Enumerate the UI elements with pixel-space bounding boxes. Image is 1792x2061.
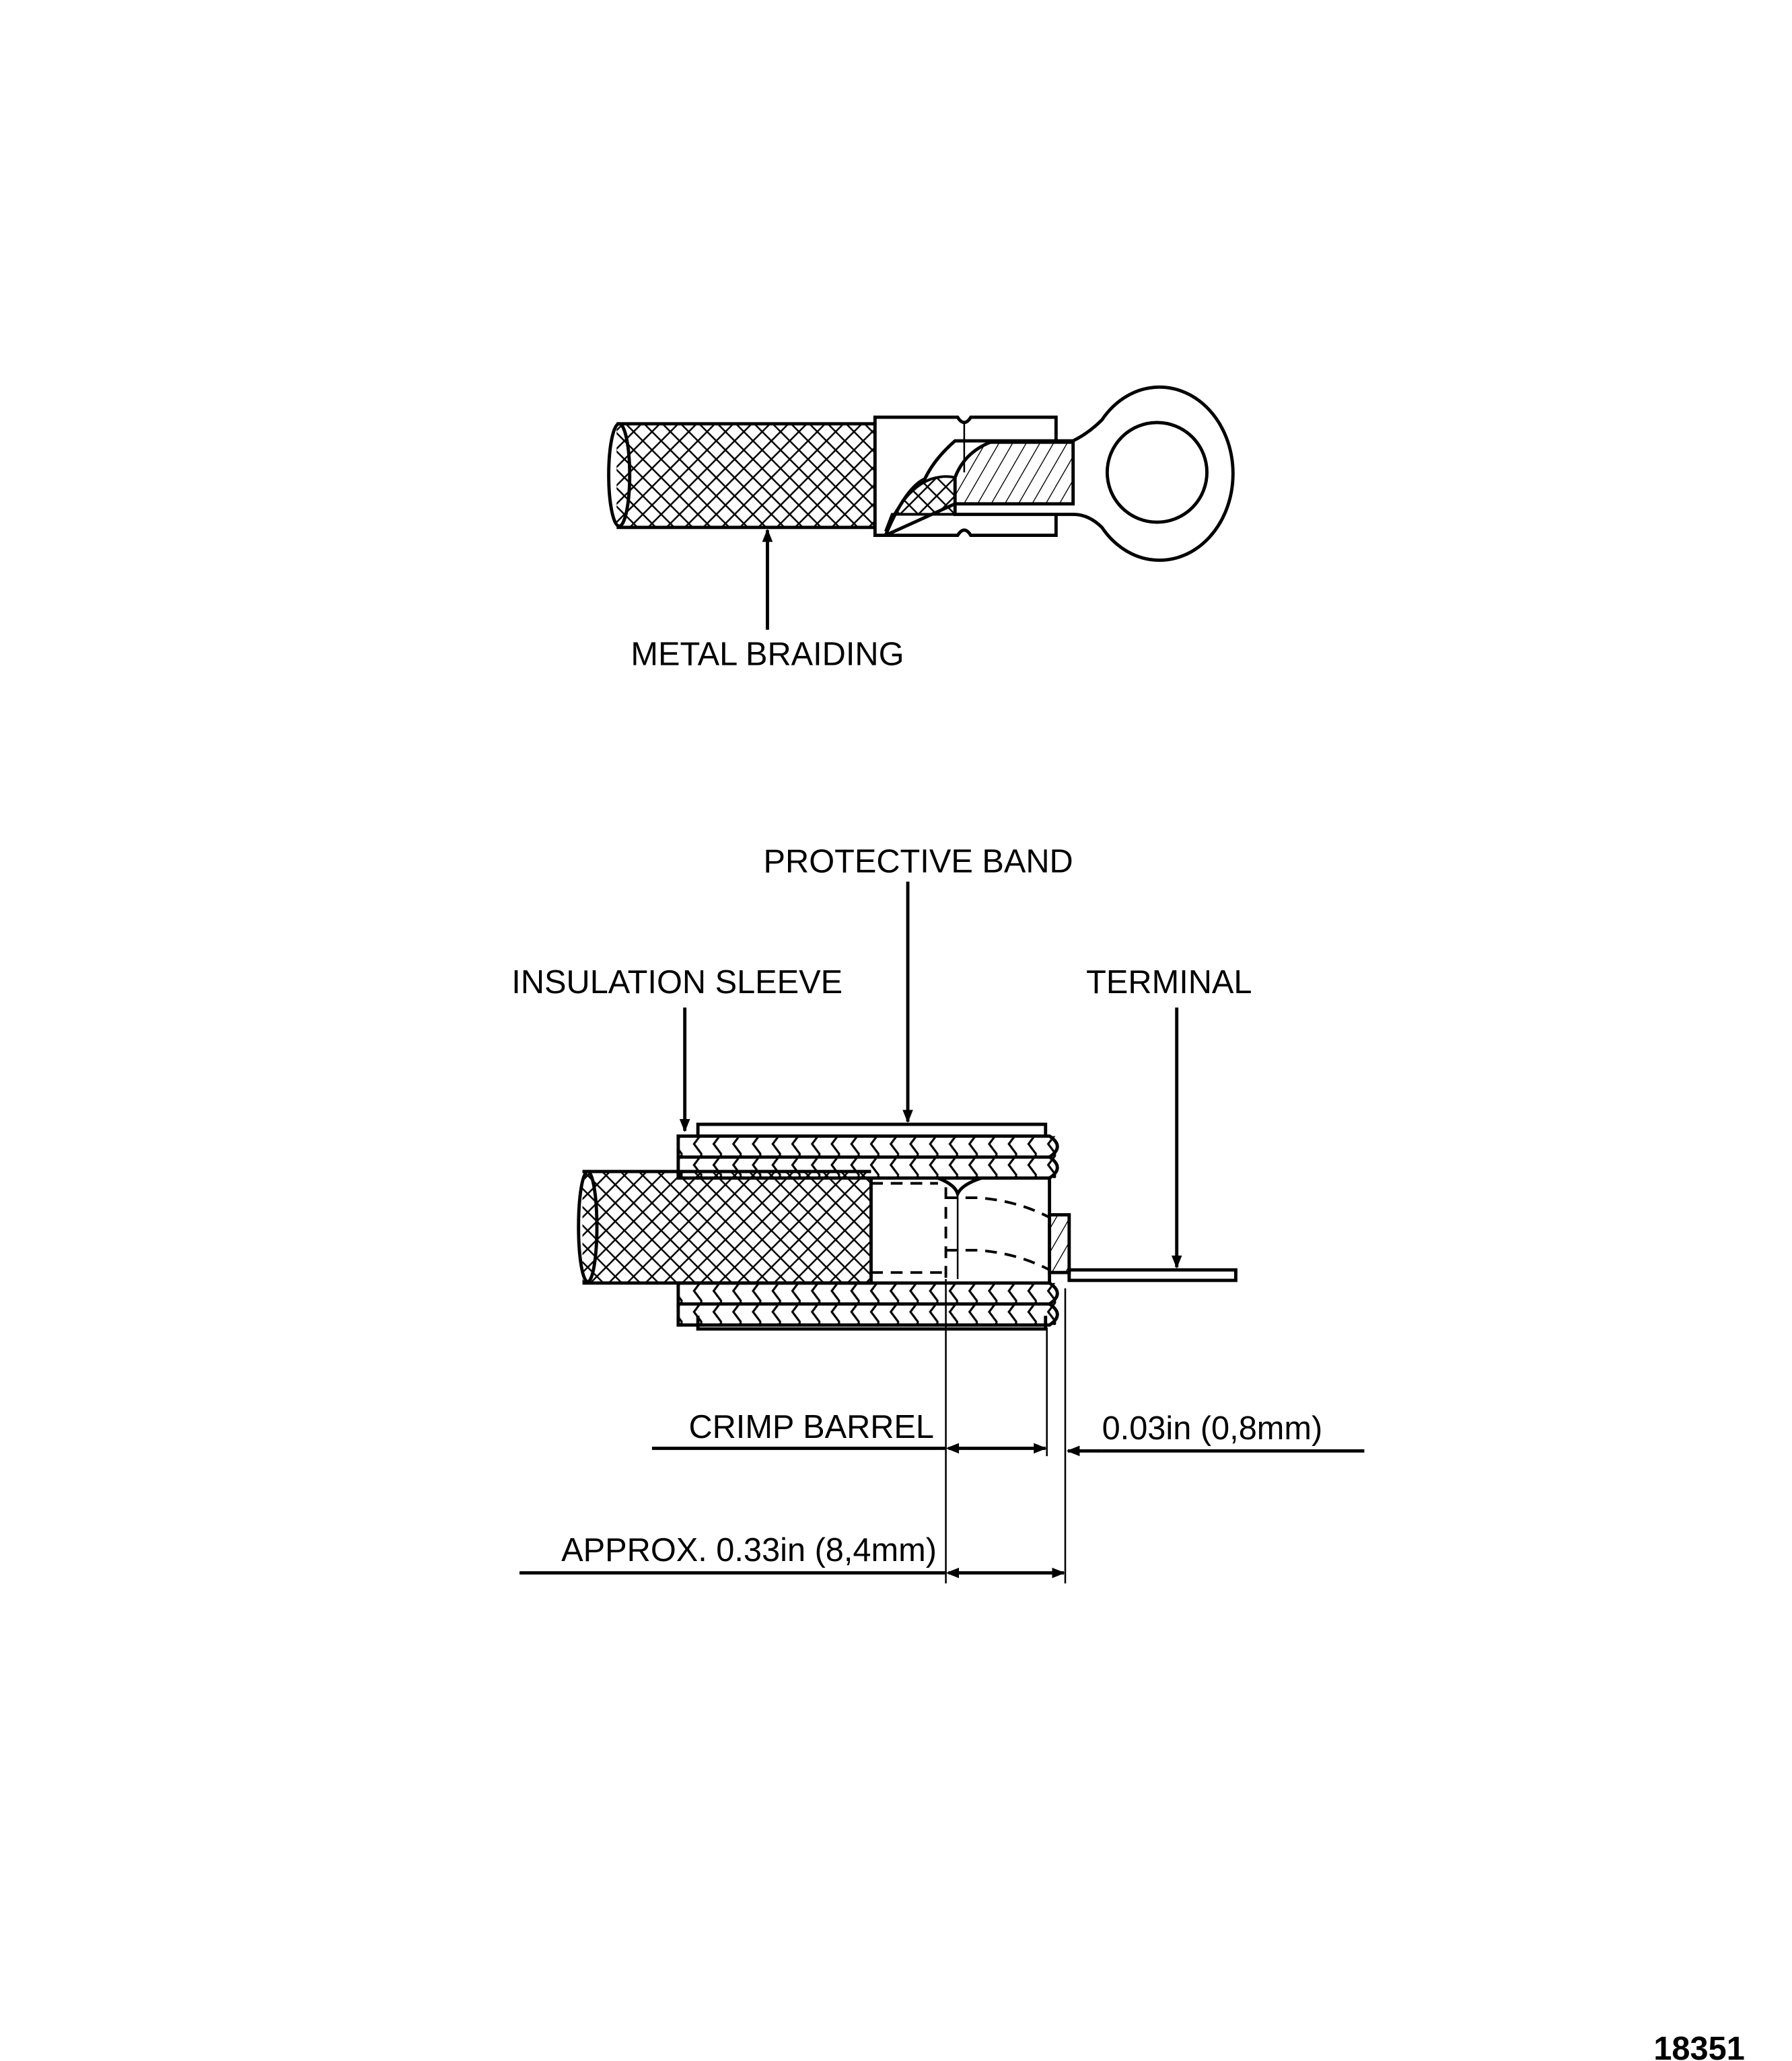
terminal [1048,1213,1238,1282]
insulation-sleeve-label: INSULATION SLEEVE [511,964,843,1001]
shielded-cable-terminal-figure: METAL BRAIDING [607,385,1235,673]
protective-band-label: PROTECTIVE BAND [764,844,1073,880]
crimp-sleeve [873,415,1075,538]
crimp-cross-section-figure: PROTECTIVE BAND INSULATION SLEEVE TERMIN… [511,844,1365,1584]
crimp-barrel [871,1176,1052,1283]
metal-braiding-label: METAL BRAIDING [631,637,904,673]
braided-cable [607,422,877,530]
length-dimension-label: APPROX. 0.33in (8,4mm) [561,1532,937,1568]
dimension-lines [519,1278,1365,1584]
gap-dimension-label: 0.03in (0,8mm) [1102,1410,1323,1447]
crimp-barrel-label: CRIMP BARREL [688,1409,934,1445]
braided-cable [577,1169,873,1285]
terminal-label: TERMINAL [1086,964,1252,1001]
figure-number: 18351 [1653,2031,1744,2061]
ring-terminal [1056,385,1235,562]
